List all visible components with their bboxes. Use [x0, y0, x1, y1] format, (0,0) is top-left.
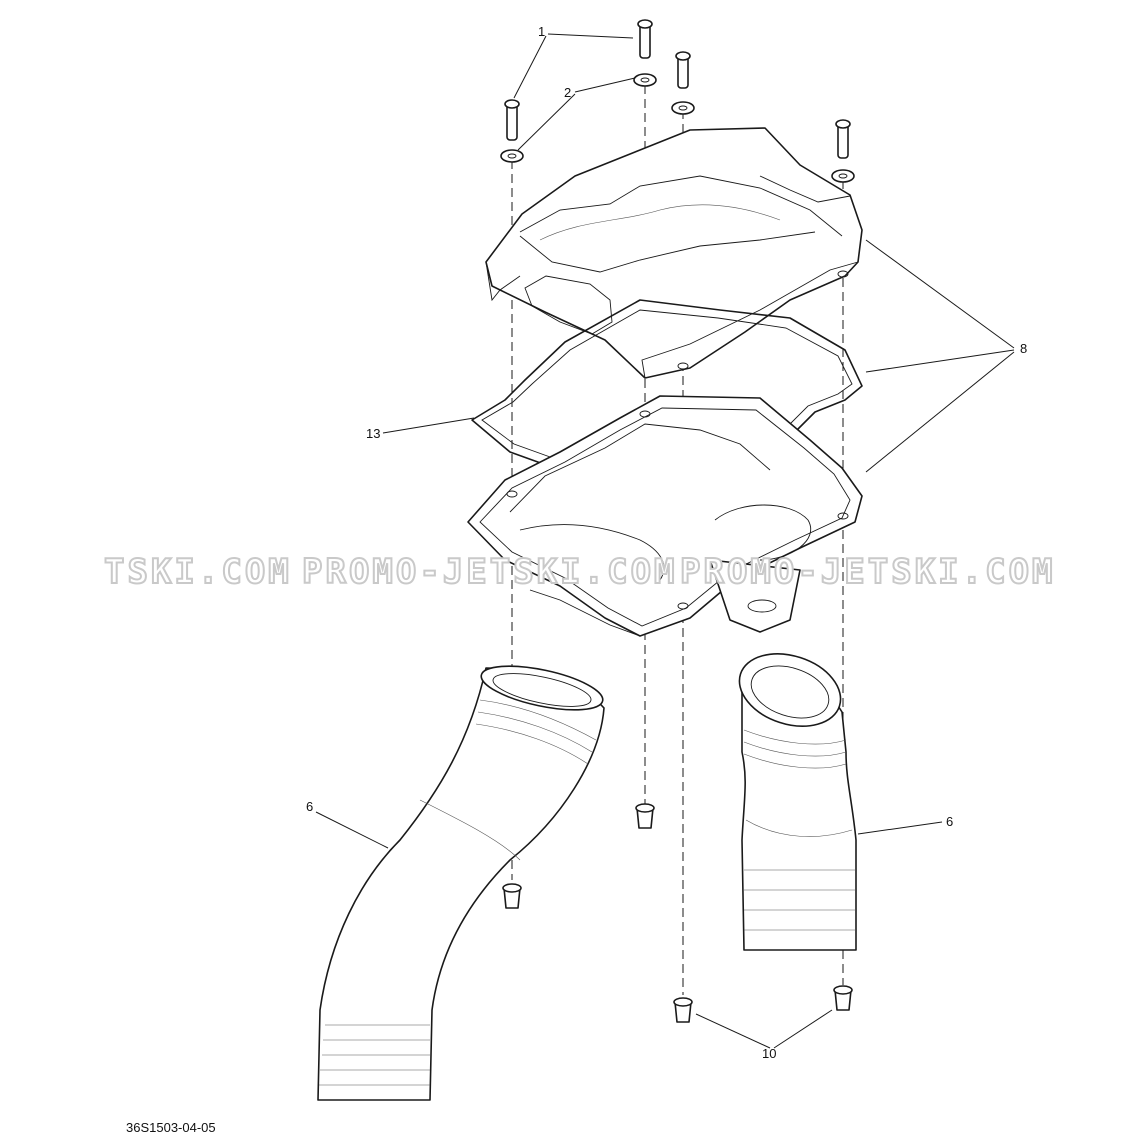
callout-13: 13: [366, 426, 380, 441]
screw-upper-center: [637, 19, 653, 59]
left-duct-hose: [317, 665, 605, 1101]
watermark-middle: PROMO-JETSKI.COM: [302, 552, 678, 592]
leader-lines: [315, 33, 1015, 1049]
washer-right: [831, 169, 855, 183]
insert-bottom-right: [833, 985, 853, 1011]
callout-8: 8: [1020, 341, 1027, 356]
right-duct-hose: [738, 653, 857, 951]
top-cover: [485, 127, 863, 379]
washer-center: [671, 101, 695, 115]
callout-1: 1: [538, 24, 545, 39]
screw-right: [835, 119, 851, 159]
callout-2: 2: [564, 85, 571, 100]
callout-6-right: 6: [946, 814, 953, 829]
screw-center: [675, 51, 691, 89]
callout-10: 10: [762, 1046, 776, 1061]
washer-left: [500, 149, 524, 163]
air-box-base: [467, 395, 863, 637]
screw-left: [504, 99, 520, 141]
insert-center-mid: [635, 803, 655, 829]
insert-left: [502, 883, 522, 909]
document-code: 36S1503-04-05: [126, 1120, 216, 1135]
callout-6-left: 6: [306, 799, 313, 814]
washer-upper-center: [633, 73, 657, 87]
watermark-left: TSKI.COM: [104, 552, 292, 592]
insert-bottom-center: [673, 997, 693, 1023]
watermark-right: PROMO-JETSKI.COM: [680, 552, 1056, 592]
